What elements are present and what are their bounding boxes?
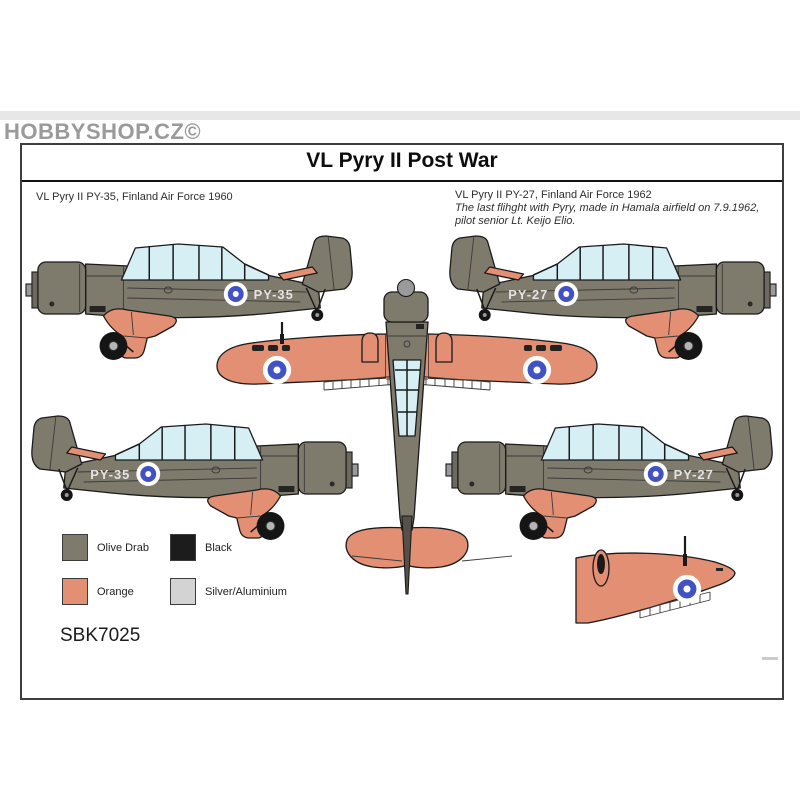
product-code: SBK7025 — [60, 625, 141, 646]
walkway-marks — [524, 345, 562, 351]
legend-label: Silver/Aluminium — [205, 585, 287, 598]
color-swatch — [170, 578, 196, 605]
roundel-icon — [262, 355, 292, 385]
roundel-icon — [136, 462, 161, 486]
aircraft-code: PY-27 — [508, 287, 548, 302]
page-title: VL Pyry II Post War — [22, 145, 782, 182]
side-profile-bottom-left-py35: PY-35 — [31, 415, 359, 541]
caption-right: VL Pyry II PY-27, Finland Air Force 1962… — [455, 189, 759, 228]
color-swatch — [62, 578, 88, 605]
roundel-icon — [522, 355, 552, 385]
caption-right-title: VL Pyry II PY-27, Finland Air Force 1962 — [455, 189, 652, 201]
aircraft-code: PY-35 — [90, 467, 130, 482]
top-view-plan — [216, 278, 598, 595]
legend-label: Orange — [97, 585, 134, 598]
wing-underside-detail — [575, 536, 736, 624]
aircraft-code: PY-35 — [254, 287, 294, 302]
side-profile-top-left-py35: PY-35 — [25, 235, 353, 361]
legend-label: Black — [205, 541, 232, 554]
legend-item-orange: Orange — [62, 578, 134, 605]
fine-print-mark — [762, 657, 778, 660]
shop-logo: HOBBYSHOP.CZ© — [4, 119, 202, 144]
header-strip — [0, 111, 800, 120]
caption-right-note-1: The last flihght with Pyry, made in Hama… — [455, 202, 760, 214]
color-swatch — [170, 534, 196, 561]
walkway-marks — [252, 345, 290, 351]
roundel-icon — [672, 574, 702, 604]
side-profile-top-right-py27: PY-27 — [449, 235, 777, 361]
legend-item-olive-drab: Olive Drab — [62, 534, 149, 561]
color-swatch — [62, 534, 88, 561]
legend-item-black: Black — [170, 534, 232, 561]
roundel-icon — [643, 462, 668, 486]
caption-right-note-2: pilot senior Lt. Keijo Elio. — [455, 215, 576, 227]
legend-label: Olive Drab — [97, 541, 149, 554]
legend-item-silver: Silver/Aluminium — [170, 578, 287, 605]
caption-left: VL Pyry II PY-35, Finland Air Force 1960 — [36, 191, 233, 203]
aircraft-code: PY-27 — [674, 467, 714, 482]
side-profile-bottom-right-py27: PY-27 — [445, 415, 773, 541]
